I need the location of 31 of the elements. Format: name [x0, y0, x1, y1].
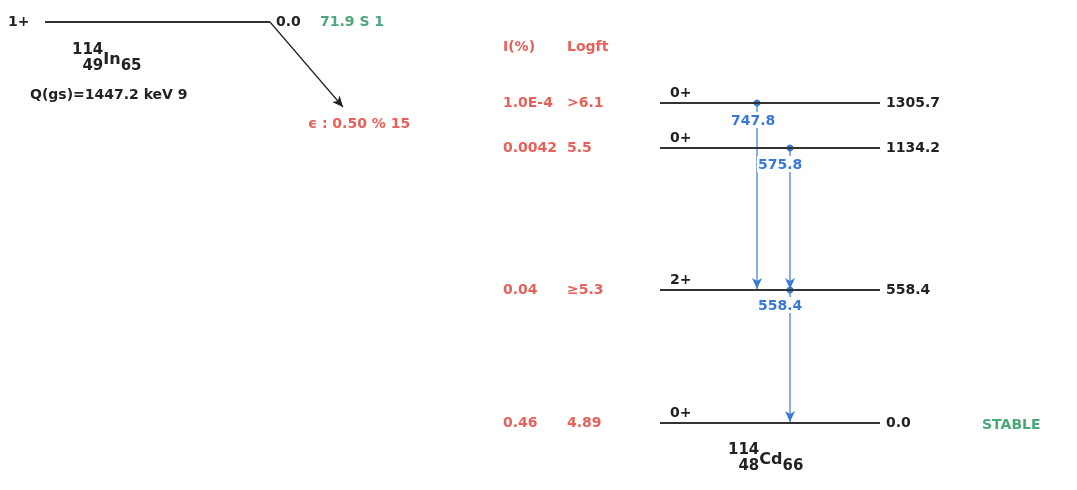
spin-parity: 0+	[670, 84, 692, 100]
intensity-value: 1.0E-4	[503, 94, 553, 110]
intensity-value: 0.46	[503, 414, 538, 430]
logft-value: 5.5	[567, 139, 592, 155]
spin-parity: 0+	[670, 404, 692, 420]
spin-parity: 0+	[670, 129, 692, 145]
column-heading: Logft	[567, 38, 609, 54]
gamma-transition-arrow	[785, 286, 795, 423]
q-value: Q(gs)=1447.2 keV 9	[30, 86, 188, 102]
logft-value: 4.89	[567, 414, 602, 430]
gamma-transition-arrow	[785, 144, 795, 290]
logft-value: >6.1	[567, 94, 604, 110]
level-energy: 1305.7	[886, 94, 941, 110]
logft-value: ≥5.3	[567, 281, 604, 297]
edge-label: 747.8	[730, 112, 777, 128]
level-energy: 1134.2	[886, 139, 941, 155]
level-energy: 0.0	[886, 414, 911, 430]
edge-label: 575.8	[757, 156, 804, 172]
column-heading: I(%)	[503, 38, 536, 54]
half-life: 71.9 S 1	[320, 13, 385, 29]
level-energy: 0.0	[276, 13, 301, 29]
level-energy: 558.4	[886, 281, 931, 297]
stability-note: STABLE	[982, 416, 1041, 432]
gamma-transition-arrow	[752, 99, 762, 290]
decay-arrow	[269, 21, 344, 108]
spin-parity: 1+	[8, 13, 30, 29]
spin-parity: 2+	[670, 271, 692, 287]
decay-branch-label: ϵ : 0.50 % 15	[308, 115, 411, 131]
intensity-value: 0.04	[503, 281, 538, 297]
intensity-value: 0.0042	[503, 139, 558, 155]
edge-label: 558.4	[757, 297, 804, 313]
